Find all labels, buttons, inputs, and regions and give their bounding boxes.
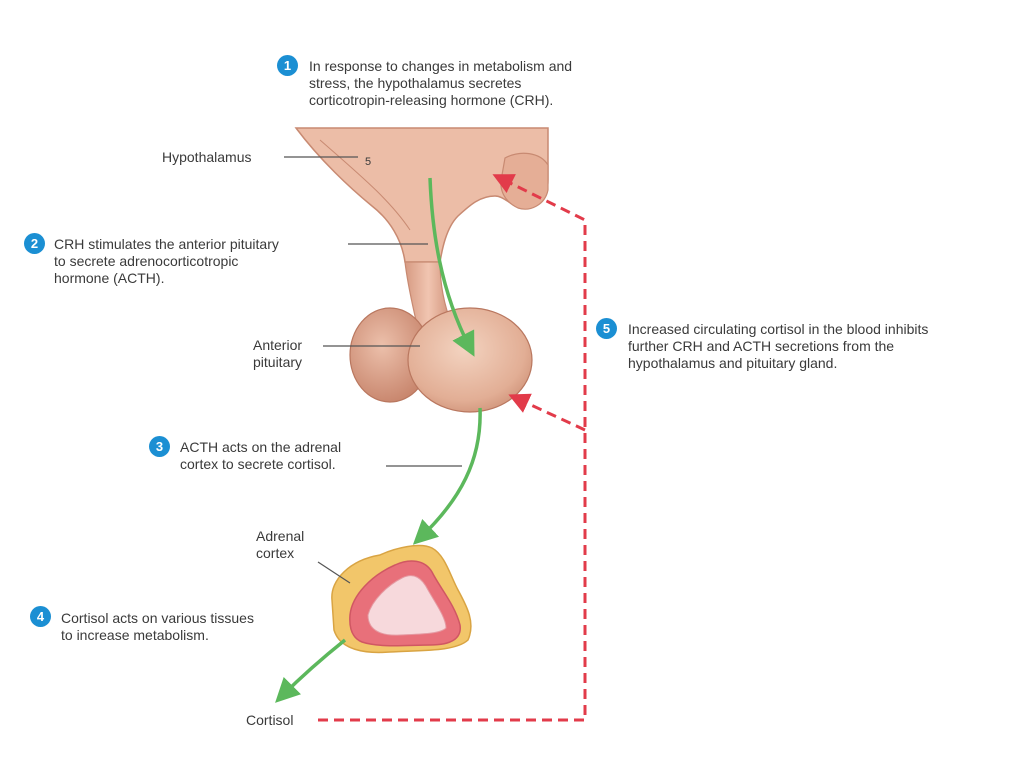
anterior-pituitary-label: Anterior pituitary (253, 337, 303, 370)
cortisol-label: Cortisol (246, 712, 294, 728)
step-5-text: Increased circulating cortisol in the bl… (628, 321, 929, 371)
cortisol-arrow (275, 638, 347, 703)
small-mark-label: 5 (365, 156, 372, 168)
adrenal-cortex-label: Adrenal cortex (256, 528, 305, 561)
hypothalamus-label: Hypothalamus (162, 149, 252, 165)
step-3-badge: 3 (149, 436, 170, 457)
label-leader-lines (284, 156, 462, 584)
step-2-text: CRH stimulates the anterior pituitary to… (54, 236, 279, 286)
step-1-text: In response to changes in metabolism and… (309, 58, 573, 108)
step-5-badge: 5 (596, 318, 617, 339)
hypothalamus-illustration (294, 127, 549, 263)
adrenal-gland-illustration (331, 544, 472, 654)
step-1-badge: 1 (277, 55, 298, 76)
crh-arrow (428, 177, 475, 357)
step-4-text: Cortisol acts on various tissues to incr… (61, 610, 254, 643)
acth-arrow (412, 407, 482, 545)
step-3-text: ACTH acts on the adrenal cortex to secre… (180, 439, 342, 472)
negative-feedback-loop (318, 174, 587, 722)
step-2-badge: 2 (24, 233, 45, 254)
step-4-badge: 4 (30, 606, 51, 627)
anterior-pituitary-illustration (407, 307, 533, 413)
